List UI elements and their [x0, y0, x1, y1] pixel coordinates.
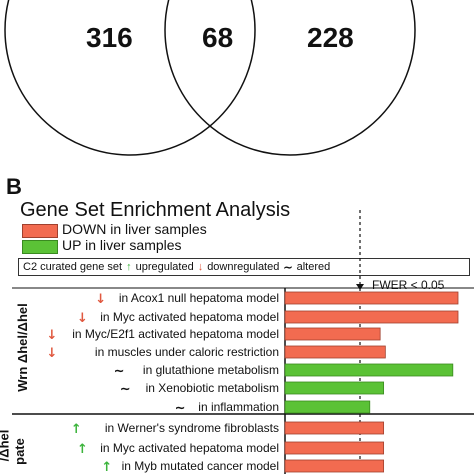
- chart-bar: [284, 327, 381, 341]
- legend-label-up: UP in liver samples: [62, 237, 182, 253]
- panel-letter: B: [6, 174, 22, 199]
- chart-bar: [284, 345, 386, 359]
- venn-left-count: 316: [86, 22, 133, 53]
- row-label: in Myc/E2f1 activated hepatoma model: [72, 327, 279, 341]
- down-arrow-icon: ↓: [77, 311, 88, 326]
- row-label: in inflammation: [198, 400, 279, 414]
- down-arrow-icon: ↓: [46, 346, 57, 361]
- row-label: in muscles under caloric restriction: [95, 345, 279, 359]
- row-label: in Myc activated hepatoma model: [100, 310, 279, 324]
- up-arrow-icon: ↑: [101, 460, 112, 474]
- down-arrow-icon: ↓: [46, 328, 57, 343]
- up-arrow-icon: ↑: [126, 261, 132, 273]
- row-label: in Myc activated hepatoma model: [100, 441, 279, 455]
- row-label: in Xenobiotic metabolism: [146, 381, 279, 395]
- chart-bar: [284, 291, 459, 305]
- key-altered-label: altered: [296, 261, 331, 273]
- up-arrow-icon: ↑: [71, 422, 82, 437]
- gene-set-key: C2 curated gene set ↑ upregulated ↓ down…: [18, 258, 470, 276]
- tilde-icon: ∼: [175, 401, 186, 416]
- key-up-label: upregulated: [135, 261, 194, 273]
- chart-bar: [284, 400, 371, 414]
- chart-bar: [284, 421, 385, 435]
- row-label: in glutathione metabolism: [143, 363, 279, 377]
- down-arrow-icon: ↓: [197, 261, 204, 273]
- legend-label-down: DOWN in liver samples: [62, 221, 207, 237]
- venn-left-circle: [4, 0, 256, 156]
- down-arrow-icon: ↓: [95, 292, 106, 307]
- chart-bar: [284, 459, 385, 473]
- tilde-icon: ∼: [120, 382, 131, 397]
- row-label: in Acox1 null hepatoma model: [119, 291, 279, 305]
- tilde-icon: ∼: [283, 261, 293, 274]
- row-label: in Myb mutated cancer model: [122, 459, 279, 473]
- row-label: in Werner's syndrome fibroblasts: [105, 421, 279, 435]
- key-prefix: C2 curated gene set: [23, 261, 123, 273]
- venn-right-count: 228: [307, 22, 354, 53]
- chart-bar: [284, 310, 459, 324]
- legend-swatch-up: [22, 240, 58, 254]
- panel-title: Gene Set Enrichment Analysis: [20, 199, 291, 221]
- venn-diagram: [4, 0, 416, 156]
- chart-bar: [284, 441, 385, 455]
- key-down-label: downregulated: [207, 261, 280, 273]
- legend-swatch-down: [22, 224, 58, 238]
- up-arrow-icon: ↑: [77, 442, 88, 457]
- threshold-marker: [356, 284, 364, 290]
- venn-right-circle: [164, 0, 416, 156]
- venn-middle-count: 68: [202, 22, 234, 53]
- tilde-icon: ∼: [114, 364, 125, 379]
- chart-bar: [284, 363, 454, 377]
- chart-bar: [284, 381, 385, 395]
